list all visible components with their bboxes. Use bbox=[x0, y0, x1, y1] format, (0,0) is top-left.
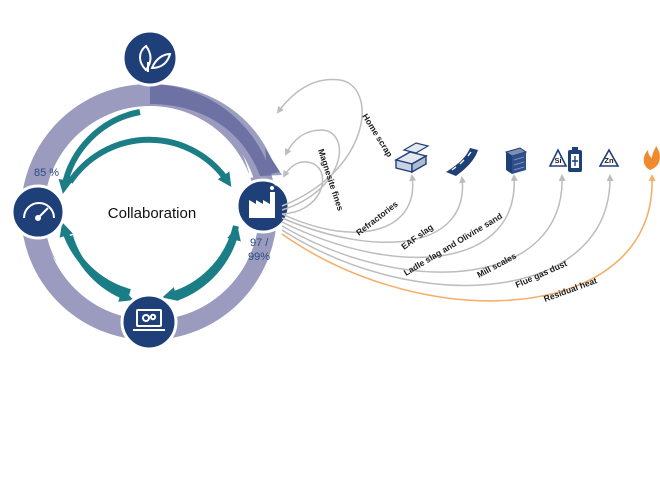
steel-bars-icon bbox=[394, 142, 430, 174]
brick-block-icon bbox=[504, 147, 528, 174]
teal-arrow-left-down bbox=[67, 235, 134, 302]
teal-arrow-top bbox=[67, 136, 232, 187]
node-gauge bbox=[10, 184, 66, 240]
road-icon bbox=[446, 148, 478, 176]
arrow-to-steel-bars bbox=[281, 174, 417, 233]
arrow-to-flame bbox=[281, 174, 656, 302]
arrow-magnesite-fines bbox=[281, 129, 341, 211]
stream-label-mill-scales: Mill scales bbox=[475, 251, 518, 280]
zinc-symbol: Zn bbox=[604, 156, 614, 165]
silicon-symbol: Si bbox=[554, 156, 561, 165]
laptop-icon bbox=[133, 309, 165, 331]
teal-arrow-right-up bbox=[174, 226, 241, 301]
stream-label-flue-gas-dust: Flue gas dust bbox=[514, 258, 569, 290]
percent-right-line2: 99% bbox=[248, 251, 270, 263]
stream-label-magnesite-fines: Magnesite fines bbox=[316, 148, 346, 213]
arrow-to-silicon bbox=[281, 174, 566, 273]
node-factory bbox=[235, 178, 291, 234]
stream-label-refractories: Refractories bbox=[354, 199, 400, 238]
center-label: Collaboration bbox=[108, 205, 196, 222]
percent-left: 85 % bbox=[34, 167, 59, 179]
arrow-to-zinc bbox=[281, 174, 614, 287]
battery-icon bbox=[568, 147, 582, 172]
percent-right-line1: 97 / bbox=[250, 237, 269, 249]
factory-icon bbox=[249, 182, 278, 218]
arrow-home-scrap bbox=[276, 78, 363, 207]
stream-label-eaf-slag: EAF slag bbox=[399, 222, 435, 252]
teal-arrow-top-left bbox=[58, 109, 141, 194]
arrow-to-road bbox=[281, 176, 467, 243]
arrow-refractories bbox=[281, 161, 324, 215]
stream-label-home-scrap: Home scrap bbox=[360, 112, 395, 159]
outer-ring-tip bbox=[150, 84, 282, 176]
node-leaf bbox=[121, 29, 179, 87]
node-laptop bbox=[120, 293, 178, 351]
flame-icon bbox=[643, 146, 660, 170]
zinc-recycle-icon: Zn bbox=[598, 148, 620, 167]
stream-label-residual-heat: Residual heat bbox=[542, 275, 598, 304]
arrow-to-brick bbox=[281, 174, 518, 259]
leaf-icon bbox=[139, 44, 172, 72]
silicon-recycle-icon: Si bbox=[548, 148, 568, 167]
gauge-icon bbox=[23, 202, 55, 221]
